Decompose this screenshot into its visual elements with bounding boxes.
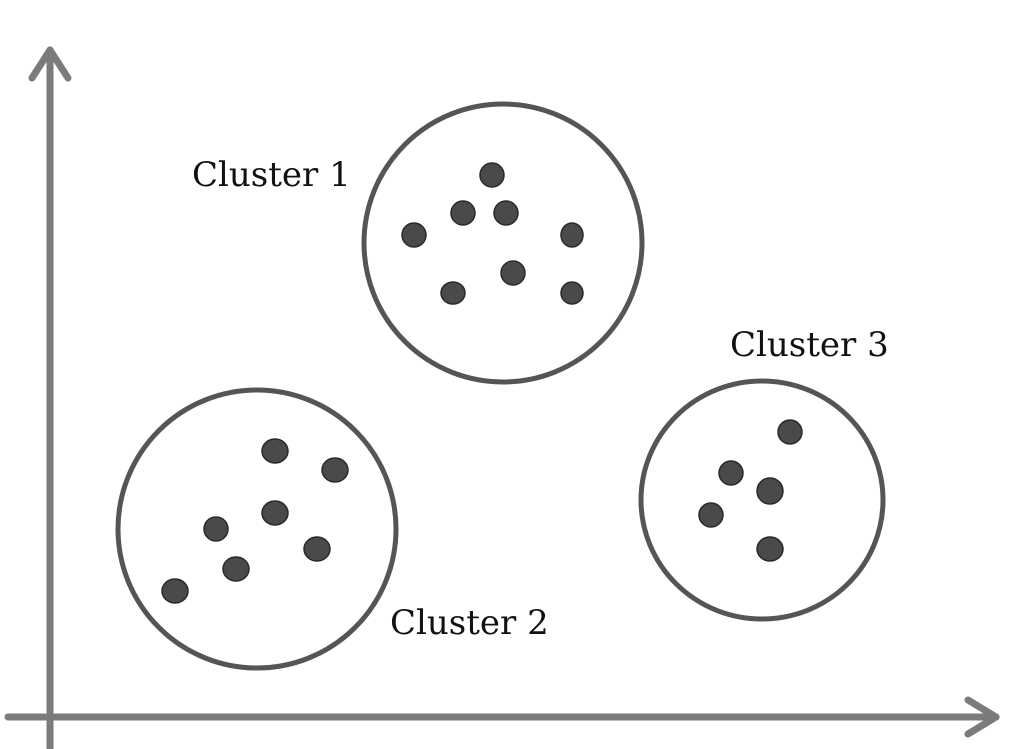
data-point: [777, 419, 803, 445]
cluster-3-label: Cluster 3: [730, 325, 889, 365]
data-point: [321, 457, 349, 483]
data-point: [500, 260, 526, 286]
data-point: [222, 556, 250, 582]
data-point: [450, 200, 476, 226]
cluster-2-boundary: [115, 387, 399, 671]
cluster-2-points: [161, 438, 349, 604]
data-point: [203, 516, 229, 542]
data-point: [718, 460, 744, 486]
cluster-3: [638, 378, 886, 622]
cluster-3-boundary: [638, 378, 886, 622]
data-point: [440, 281, 466, 305]
data-point: [756, 536, 784, 562]
cluster-1: [361, 101, 645, 385]
cluster-1-boundary: [361, 101, 645, 385]
cluster-2-label: Cluster 2: [390, 603, 549, 643]
axes: [4, 46, 1000, 749]
cluster-3-points: [698, 419, 803, 562]
y-axis-arrowhead: [28, 46, 72, 82]
data-point: [698, 502, 724, 528]
data-point: [560, 281, 584, 305]
data-point: [261, 438, 289, 464]
data-point: [756, 477, 784, 505]
data-point: [560, 222, 584, 248]
data-point: [401, 222, 427, 248]
data-point: [161, 578, 189, 604]
cluster-1-points: [401, 162, 584, 305]
x-axis-arrowhead: [964, 696, 1000, 738]
cluster-2: [115, 387, 399, 671]
data-point: [493, 200, 519, 226]
data-point: [303, 536, 331, 562]
cluster-1-label: Cluster 1: [192, 155, 351, 195]
data-point: [479, 162, 505, 188]
data-point: [261, 500, 289, 526]
